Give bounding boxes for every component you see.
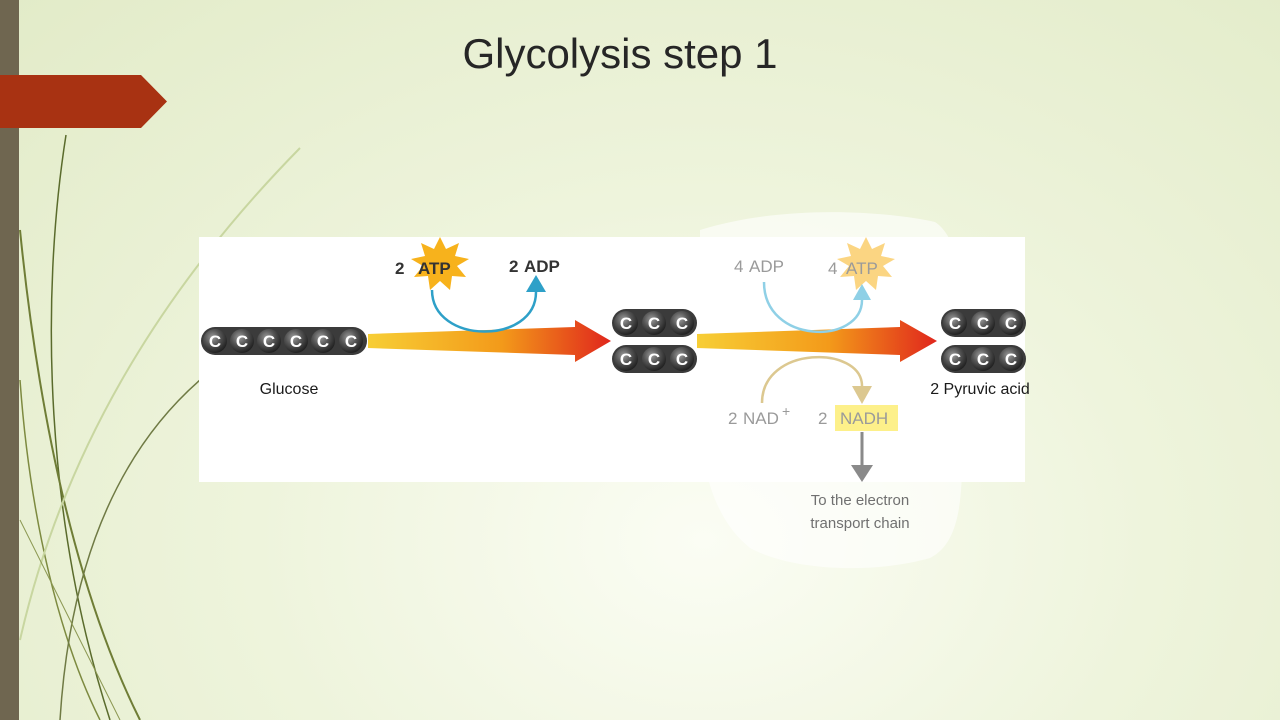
- glucose-label: Glucose: [260, 381, 319, 398]
- svg-text:C: C: [648, 350, 660, 369]
- main-arrow-left: [368, 320, 611, 362]
- carbon-atom: C: [670, 347, 694, 371]
- nad-input-label: NAD: [743, 409, 779, 428]
- diagram-panel: [199, 237, 1025, 482]
- carbon-atom: C: [284, 329, 308, 353]
- pyruvic-acid-label: 2 Pyruvic acid: [930, 381, 1030, 398]
- glucose-chain: C C C C C C: [201, 327, 367, 355]
- pyruvate-chain-bottom: C C C: [941, 345, 1026, 373]
- carbon-atom: C: [642, 347, 666, 371]
- title-banner-arrow: [0, 75, 167, 128]
- nad-arrowhead: [852, 386, 872, 404]
- svg-text:C: C: [1005, 314, 1017, 333]
- carbon-atom: C: [943, 311, 967, 335]
- atp-output-count-right: 4: [828, 259, 837, 278]
- carbon-atom: C: [257, 329, 281, 353]
- intermediate-chain-top: C C C: [612, 309, 697, 337]
- svg-text:C: C: [209, 332, 221, 351]
- svg-text:C: C: [620, 350, 632, 369]
- adp-output-count: 2: [509, 257, 518, 276]
- atp-input-count: 2: [395, 259, 404, 278]
- svg-text:C: C: [949, 350, 961, 369]
- carbon-atom: C: [999, 347, 1023, 371]
- atp-arrowhead-right: [853, 284, 871, 300]
- atp-burst-icon: [411, 237, 469, 290]
- svg-text:C: C: [345, 332, 357, 351]
- svg-text:C: C: [676, 350, 688, 369]
- nad-charge: +: [782, 403, 790, 419]
- svg-text:C: C: [676, 314, 688, 333]
- atp-burst-icon-right: [837, 237, 895, 290]
- carbon-atom: C: [311, 329, 335, 353]
- pyruvate-chain-top: C C C: [941, 309, 1026, 337]
- atp-curved-arrow-right: [762, 281, 864, 334]
- intermediate-chain-bottom: C C C: [612, 345, 697, 373]
- nad-curved-arrow: [760, 355, 864, 404]
- left-accent-bar: [0, 0, 19, 720]
- atp-output-label-right: ATP: [846, 259, 878, 278]
- carbon-atom: C: [642, 311, 666, 335]
- adp-arrowhead: [526, 275, 546, 292]
- nadh-highlight: [835, 405, 898, 431]
- svg-text:C: C: [1005, 350, 1017, 369]
- carbon-atom: C: [971, 311, 995, 335]
- carbon-atom: C: [203, 329, 227, 353]
- carbon-atom: C: [670, 311, 694, 335]
- main-arrow-right: [697, 320, 937, 362]
- carbon-atom: C: [614, 311, 638, 335]
- svg-text:C: C: [648, 314, 660, 333]
- carbon-atom: C: [943, 347, 967, 371]
- carbon-atom: C: [971, 347, 995, 371]
- transport-arrowhead: [851, 465, 873, 482]
- svg-text:C: C: [317, 332, 329, 351]
- atp-input-label: ATP: [418, 259, 451, 278]
- svg-text:C: C: [290, 332, 302, 351]
- adp-output-label: ADP: [524, 257, 560, 276]
- svg-text:C: C: [977, 314, 989, 333]
- decorative-swoosh: [19, 134, 301, 720]
- slide-title: Glycolysis step 1: [462, 30, 778, 77]
- svg-text:C: C: [977, 350, 989, 369]
- carbon-atom: C: [999, 311, 1023, 335]
- adp-input-label-right: ADP: [749, 257, 784, 276]
- svg-text:C: C: [236, 332, 248, 351]
- adp-input-count-right: 4: [734, 257, 743, 276]
- svg-text:C: C: [949, 314, 961, 333]
- electron-transport-note: To the electron transport chain: [810, 492, 910, 532]
- nad-input-count: 2: [728, 409, 737, 428]
- nadh-output-label: NADH: [840, 409, 888, 428]
- svg-text:C: C: [263, 332, 275, 351]
- carbon-atom: C: [230, 329, 254, 353]
- nadh-output-count: 2: [818, 409, 827, 428]
- carbon-atom: C: [339, 329, 363, 353]
- adp-curved-arrow: [430, 289, 538, 333]
- svg-text:C: C: [620, 314, 632, 333]
- carbon-atom: C: [614, 347, 638, 371]
